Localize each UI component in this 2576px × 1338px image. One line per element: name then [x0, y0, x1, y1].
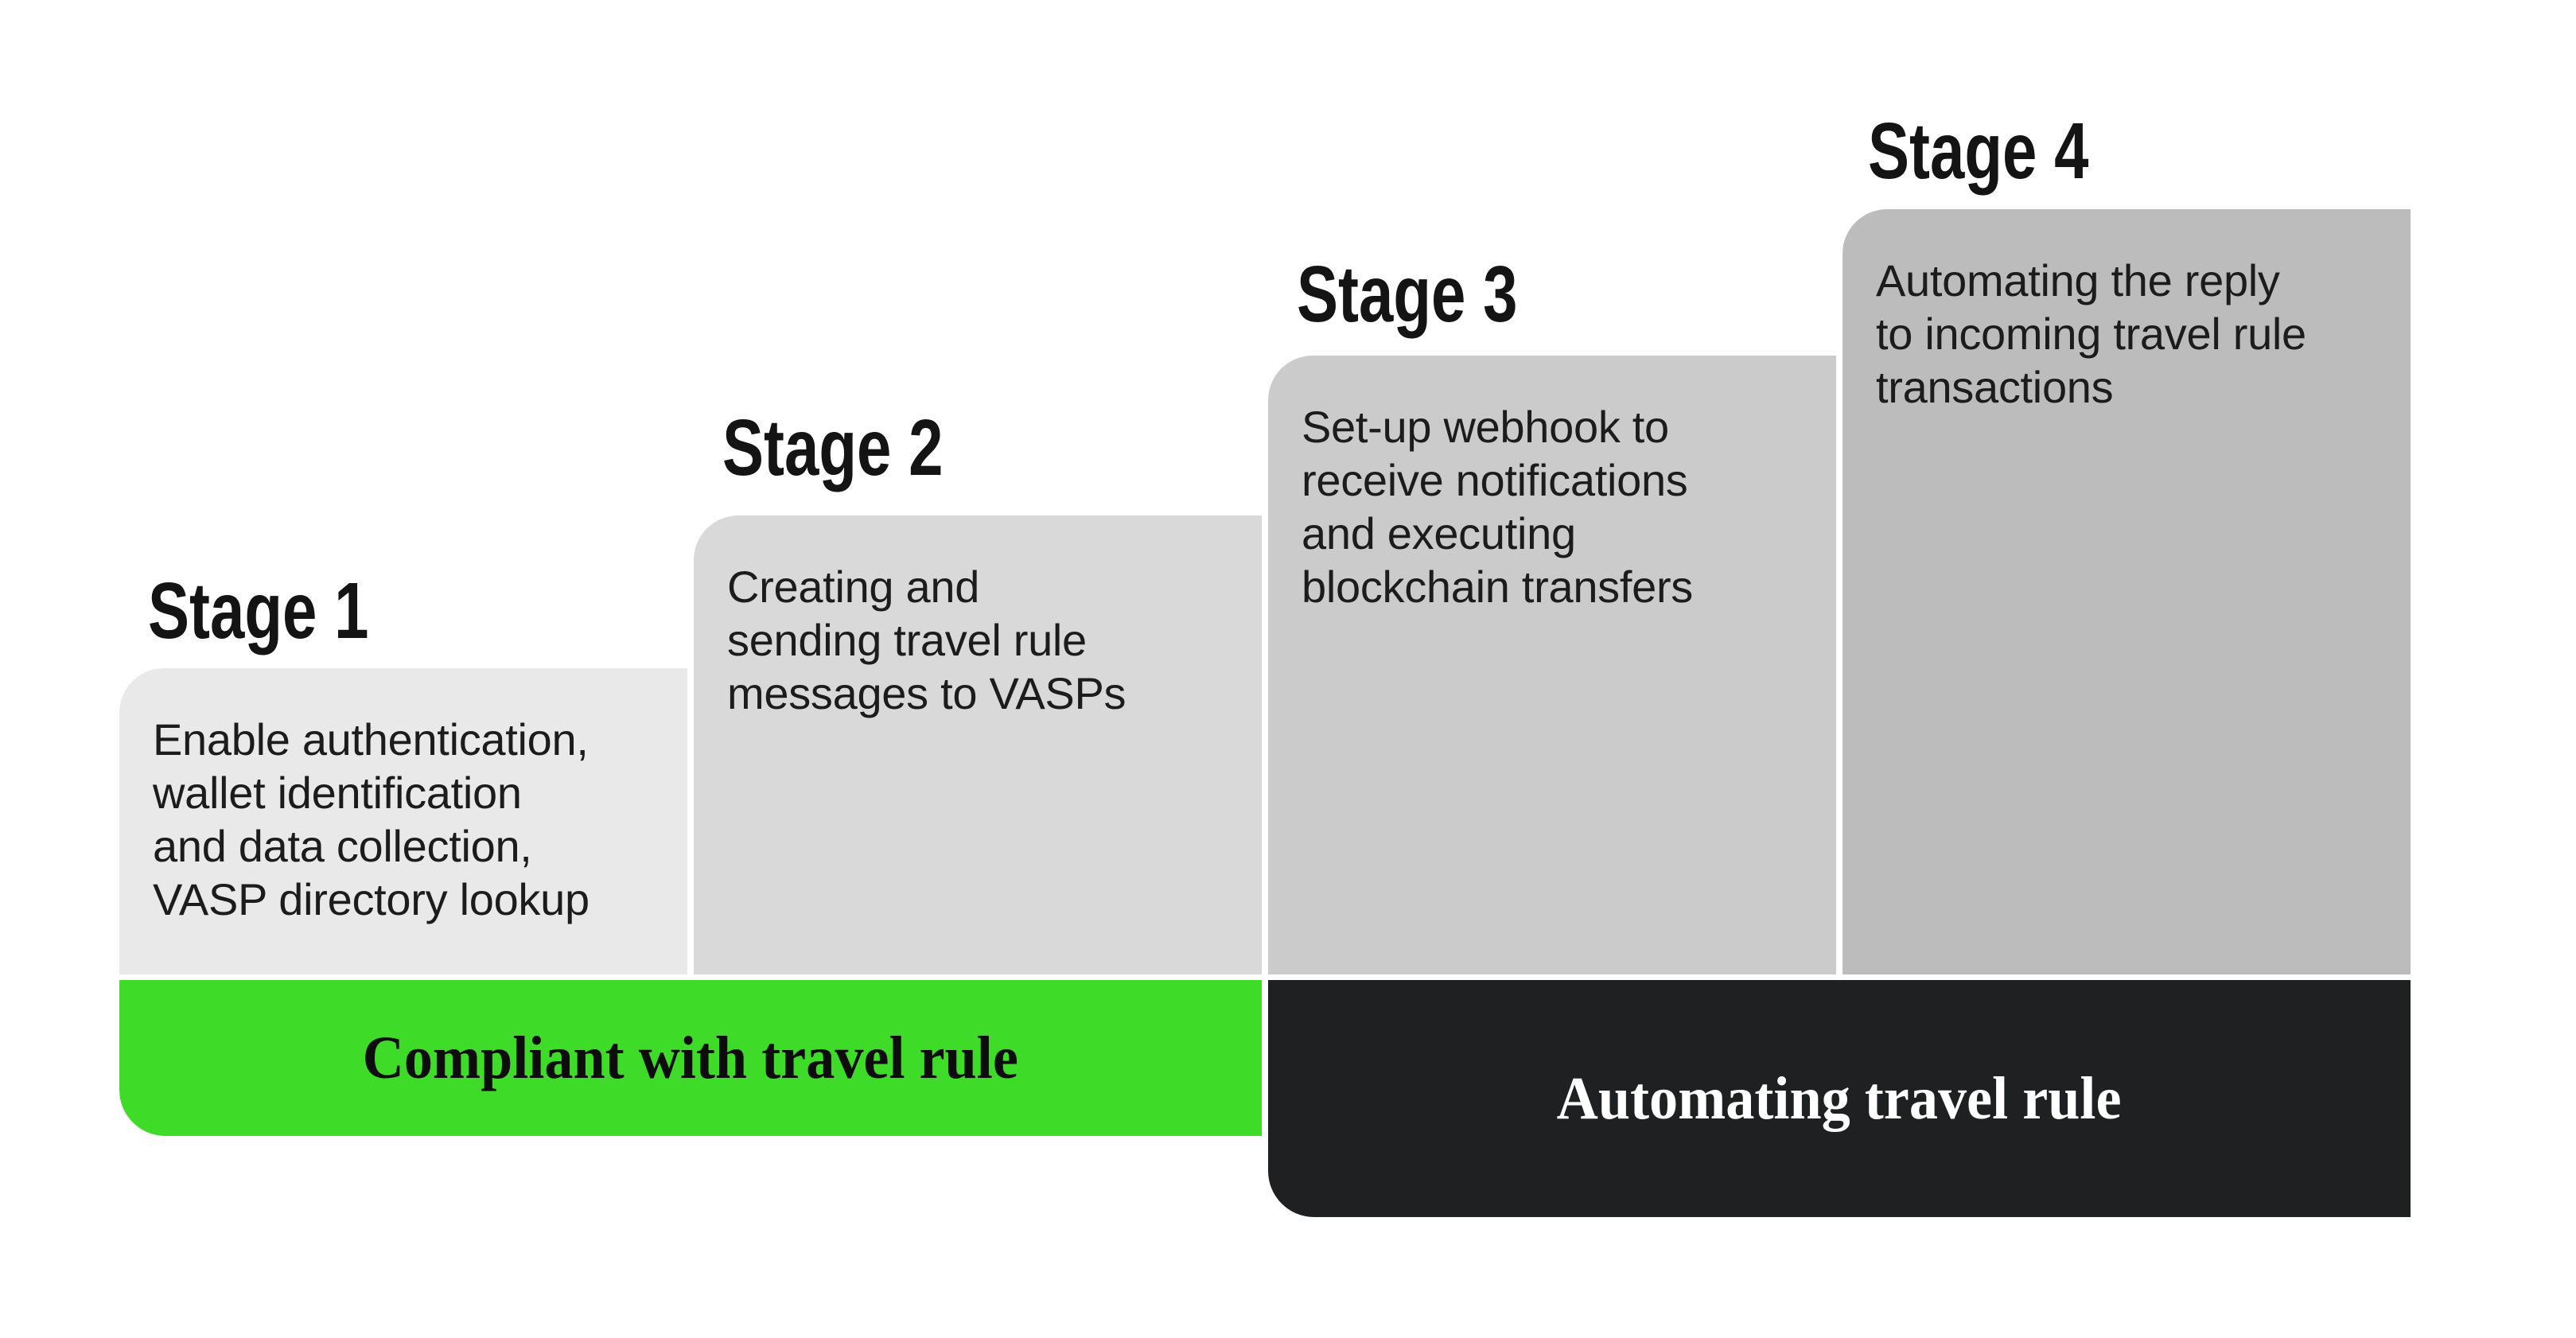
compliant-with-travel-rule-bar: Compliant with travel rule — [119, 980, 1262, 1136]
stage-1-title: Stage 1 — [148, 566, 369, 655]
stage-4-title: Stage 4 — [1868, 107, 2089, 196]
automating-travel-rule-bar: Automating travel rule — [1268, 980, 2411, 1217]
stage-3-box: Set-up webhook to receive notifications … — [1268, 356, 1836, 974]
stage-4-box: Automating the reply to incoming travel … — [1843, 209, 2411, 974]
compliant-bar-label: Compliant with travel rule — [362, 1024, 1019, 1091]
stage-2-title: Stage 2 — [722, 403, 944, 492]
stage-1-box: Enable authentication, wallet identifica… — [119, 668, 687, 974]
stage-2-box: Creating and sending travel rule message… — [694, 515, 1262, 974]
stage-3-title: Stage 3 — [1297, 250, 1518, 339]
automating-bar-label: Automating travel rule — [1557, 1064, 2122, 1132]
